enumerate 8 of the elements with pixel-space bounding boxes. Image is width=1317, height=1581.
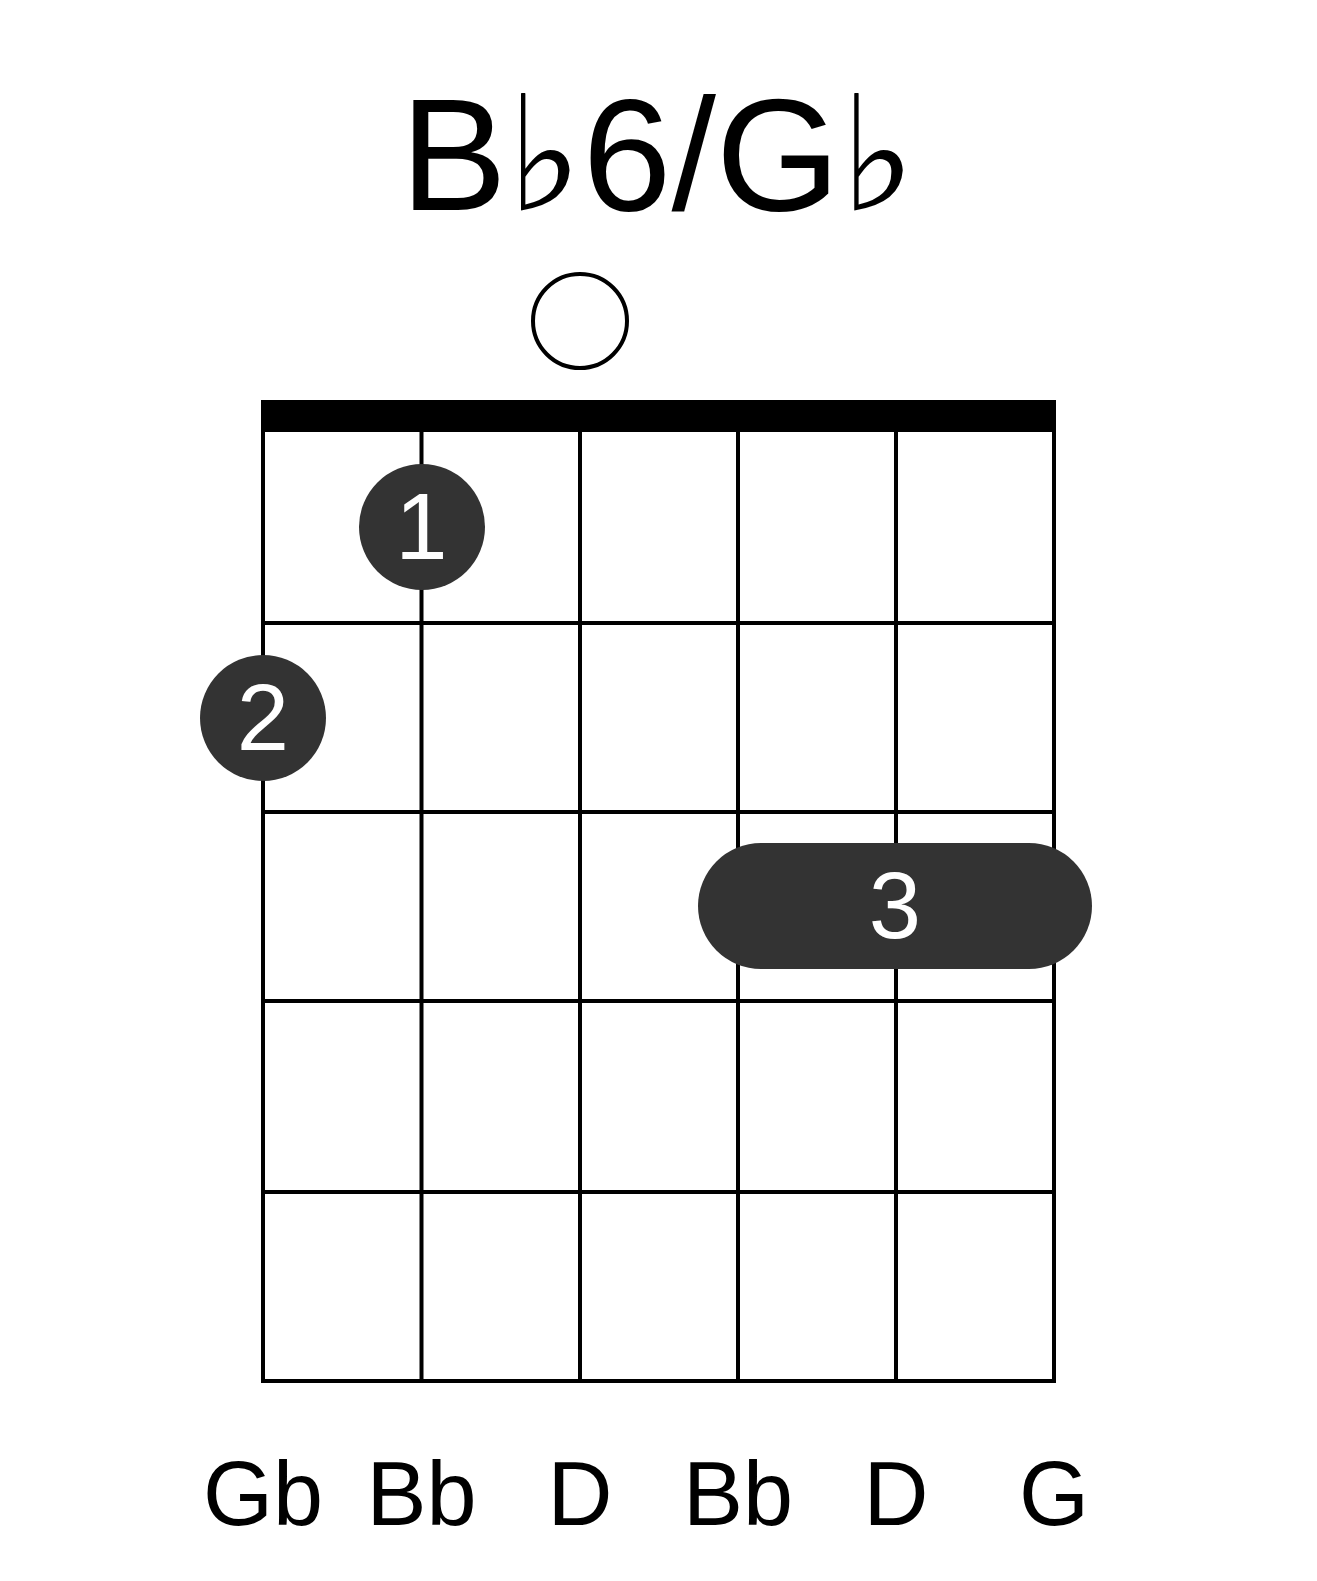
string-note-label: D bbox=[863, 1449, 929, 1539]
barre-bar: 3 bbox=[698, 843, 1092, 969]
chord-title: B♭6/G♭ bbox=[400, 75, 916, 235]
string-note-label: G bbox=[1019, 1449, 1089, 1539]
string-note-label: Bb bbox=[682, 1449, 794, 1539]
string-note-label: D bbox=[547, 1449, 613, 1539]
string-note-label: Gb bbox=[202, 1449, 324, 1539]
string-note-label: Bb bbox=[366, 1449, 477, 1539]
